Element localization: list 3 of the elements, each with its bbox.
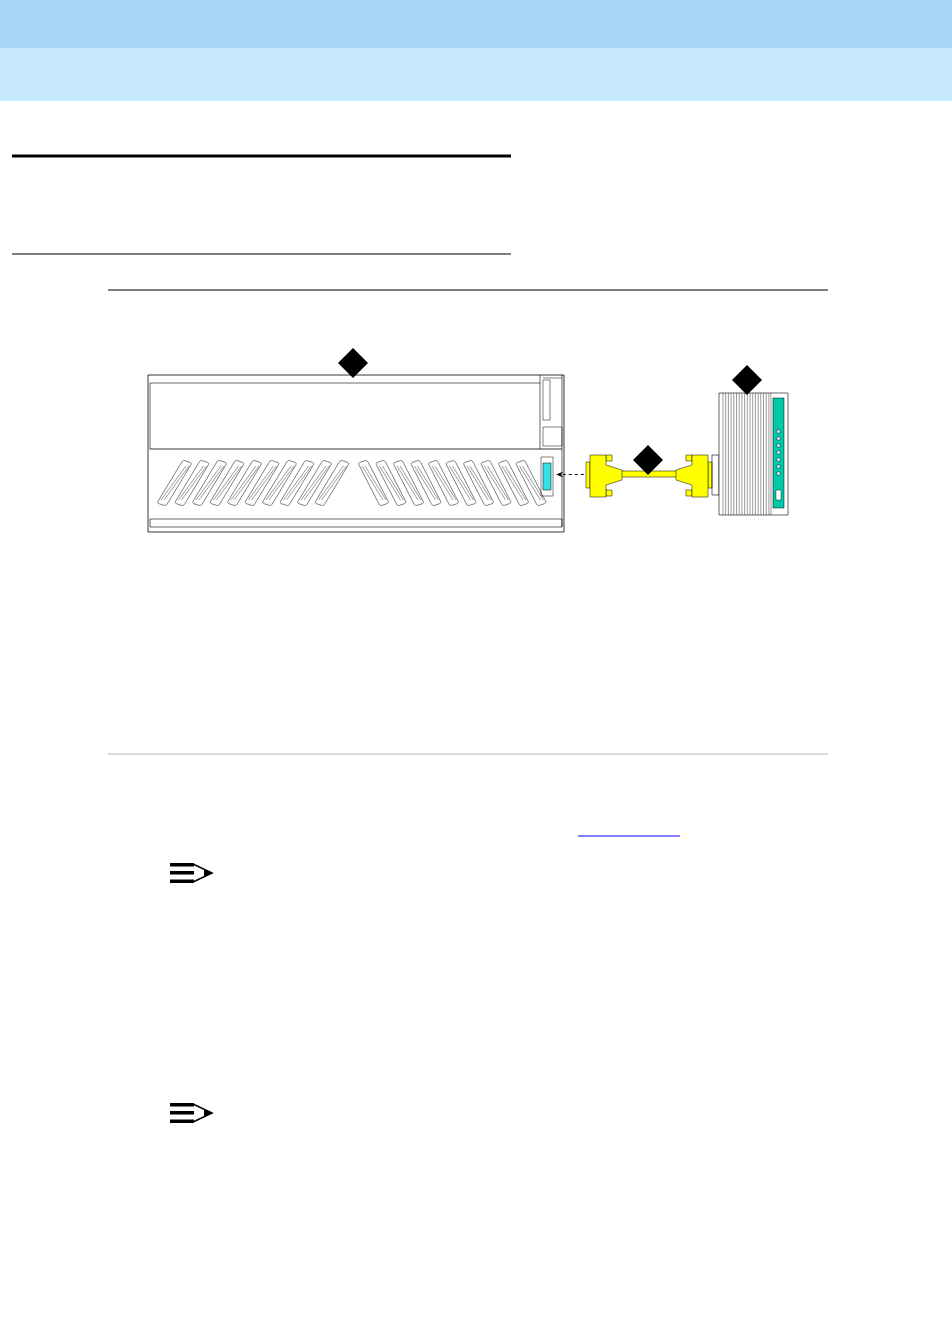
switch-drawing (147, 374, 565, 533)
modem-drawing (711, 392, 789, 516)
cable-drawing (585, 454, 713, 498)
